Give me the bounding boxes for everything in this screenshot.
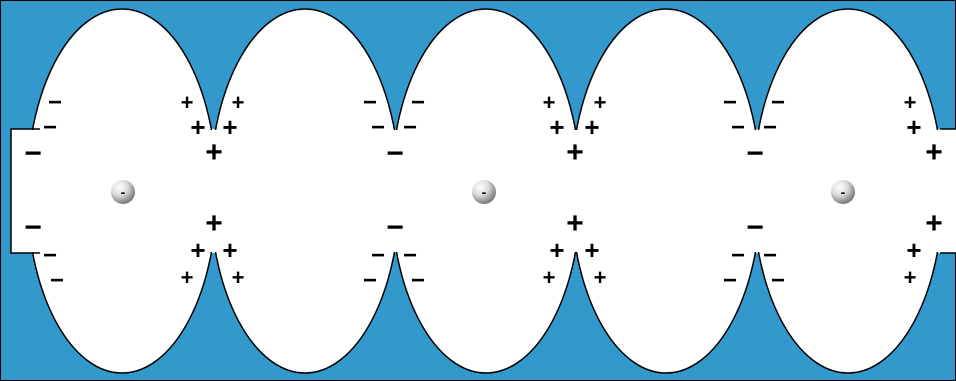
negative-charge-24: − <box>363 267 377 294</box>
negative-charge-41: − <box>746 211 764 244</box>
positive-charge-34: + <box>543 265 556 290</box>
positive-charge-30: + <box>566 136 584 169</box>
positive-charge-33: + <box>584 235 599 265</box>
electron-1: - <box>111 180 135 204</box>
electron-2: - <box>472 180 496 204</box>
positive-charge-12: + <box>190 235 205 265</box>
electron-3: - <box>831 180 855 204</box>
positive-charge-29: + <box>584 112 599 142</box>
positive-charge-35: + <box>594 265 607 290</box>
negative-charge-17: − <box>411 89 425 116</box>
positive-charge-31: + <box>566 207 584 240</box>
positive-charge-13: + <box>222 235 237 265</box>
negative-charge-36: − <box>723 89 737 116</box>
positive-charge-48: + <box>925 136 943 169</box>
negative-charge-44: − <box>723 267 737 294</box>
positive-charge-14: + <box>181 265 194 290</box>
negative-charge-37: − <box>771 89 785 116</box>
electron-2-symbol: - <box>482 184 487 200</box>
negative-charge-20: − <box>386 137 404 170</box>
positive-charge-15: + <box>232 265 245 290</box>
negative-charge-39: − <box>763 114 777 141</box>
electron-1-symbol: - <box>121 184 126 200</box>
negative-charge-1: − <box>43 114 57 141</box>
negative-charge-4: − <box>43 242 57 269</box>
positive-charge-51: + <box>904 265 917 290</box>
positive-charge-50: + <box>906 235 921 265</box>
negative-charge-2: − <box>24 137 42 170</box>
negative-charge-43: − <box>763 242 777 269</box>
positive-charge-8: + <box>190 112 205 142</box>
positive-charge-32: + <box>549 235 564 265</box>
negative-charge-25: − <box>411 267 425 294</box>
negative-charge-38: − <box>731 114 745 141</box>
positive-charge-49: + <box>925 207 943 240</box>
negative-charge-22: − <box>371 242 385 269</box>
negative-charge-23: − <box>403 242 417 269</box>
negative-charge-0: − <box>48 89 62 116</box>
negative-charge-45: − <box>771 267 785 294</box>
negative-charge-42: − <box>731 242 745 269</box>
positive-charge-11: + <box>205 207 223 240</box>
negative-charge-3: − <box>24 211 42 244</box>
positive-charge-47: + <box>906 112 921 142</box>
positive-charge-9: + <box>222 112 237 142</box>
negative-charge-18: − <box>371 114 385 141</box>
positive-charge-28: + <box>549 112 564 142</box>
negative-charge-5: − <box>50 267 64 294</box>
negative-charge-21: − <box>386 211 404 244</box>
electron-3-symbol: - <box>841 184 846 200</box>
negative-charge-16: − <box>363 89 377 116</box>
negative-charge-40: − <box>746 137 764 170</box>
positive-charge-10: + <box>205 136 223 169</box>
negative-charge-19: − <box>403 114 417 141</box>
